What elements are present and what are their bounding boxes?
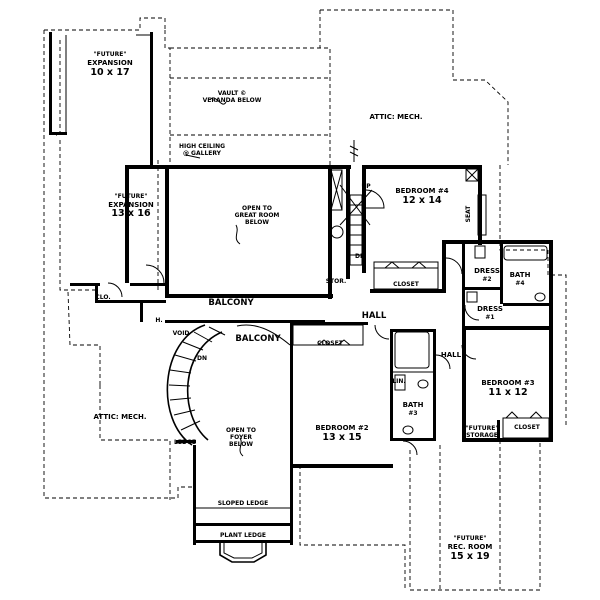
high-ceiling-line1: HIGH CEILING (179, 143, 225, 150)
main-walls (70, 165, 553, 545)
bath4-line1: BATH (510, 271, 531, 279)
future-expansion-top-line1: "FUTURE" (94, 51, 127, 58)
bedroom3-size: 11 x 12 (488, 387, 527, 398)
open-foyer-line2: FOYER (230, 434, 252, 441)
lin-label: LIN. (392, 378, 405, 385)
annotation-arrows (185, 97, 244, 457)
closet-bedroom2-label: CLOSET (317, 340, 344, 347)
future-rec-room-size: 15 x 19 (450, 551, 489, 562)
north-arrow-icon (349, 140, 359, 162)
balcony-upper-label: BALCONY (208, 298, 254, 308)
dress2-line1: DRESS (474, 267, 500, 275)
dn-spiral-label: DN (197, 355, 207, 362)
bathtub-icon (503, 245, 548, 261)
future-storage-line2: STORAGE (466, 432, 498, 439)
stor-label: STOR. (326, 278, 347, 285)
roof-outline (43, 9, 567, 591)
dn-stair-label: DN (355, 253, 365, 260)
bath3-line2: #3 (408, 410, 417, 417)
bedroom4-size: 12 x 14 (402, 195, 442, 206)
bath3-line1: BATH (403, 401, 424, 409)
bath4-line2: #4 (515, 280, 524, 287)
future-rec-room-line2: REC. ROOM (448, 543, 493, 551)
seat-label: SEAT (465, 205, 472, 223)
hall-side-label: HALL (441, 351, 462, 359)
future-expansion-left-line1: "FUTURE" (115, 193, 148, 200)
fixtures (292, 168, 550, 439)
high-ceiling-line2: @ GALLERY (183, 150, 222, 157)
vault-veranda-line2: VERANDA BELOW (203, 97, 262, 104)
room-labels: "FUTURE" EXPANSION 10 x 17 "FUTURE" EXPA… (87, 51, 535, 562)
small-labels: CLOSET CLOSET CLOSET CLO. STOR. VOID LED… (95, 183, 540, 446)
shower-icon (394, 331, 430, 369)
void-label: VOID (173, 330, 190, 337)
closet-bedroom4-label: CLOSET (393, 281, 420, 288)
hall-main-label: HALL (362, 311, 387, 321)
attic-mech-top-label: ATTIC: MECH. (370, 113, 423, 121)
dress1-line2: #1 (485, 314, 494, 321)
toilet-icon (534, 292, 546, 302)
future-expansion-top-size: 10 x 17 (90, 67, 129, 78)
future-storage-line1: "FUTURE" (466, 425, 499, 432)
bay-window (219, 543, 267, 563)
up-label: UP (361, 183, 371, 190)
h-label: H. (155, 317, 162, 324)
dress1-line1: DRESS (477, 305, 503, 313)
balcony-lower-label: BALCONY (235, 334, 281, 344)
spiral-stair (166, 324, 291, 446)
bedroom2-size: 13 x 15 (322, 432, 361, 443)
future-expansion-top-room (49, 32, 153, 167)
closet-bedroom3-label: CLOSET (514, 424, 541, 431)
open-great-room-line1: OPEN TO (242, 205, 272, 212)
future-expansion-top-line2: EXPANSION (87, 59, 133, 67)
plant-ledge-label: PLANT LEDGE (220, 532, 266, 539)
future-rec-room-line1: "FUTURE" (454, 535, 487, 542)
clo-label: CLO. (95, 294, 110, 301)
future-expansion-left-line2: EXPANSION (108, 201, 154, 209)
open-great-room-line3: BELOW (245, 219, 269, 226)
ledge-label: LEDGE (174, 439, 196, 446)
bedroom3-name: BEDROOM #3 (481, 379, 534, 387)
open-foyer-line1: OPEN TO (226, 427, 256, 434)
main-stair (339, 184, 373, 266)
bedroom2-name: BEDROOM #2 (315, 424, 368, 432)
vault-veranda-line1: VAULT © (218, 90, 247, 97)
open-foyer-line3: BELOW (229, 441, 253, 448)
water-heater-icon (330, 225, 344, 239)
future-expansion-left-size: 13 x 16 (111, 208, 151, 219)
sloped-ledge-label: SLOPED LEDGE (218, 500, 269, 507)
attic-mech-left-label: ATTIC: MECH. (94, 413, 147, 421)
bedroom4-name: BEDROOM #4 (395, 187, 448, 195)
open-great-room-line2: GREAT ROOM (235, 212, 280, 219)
doors (107, 189, 480, 456)
dress2-line2: #2 (482, 276, 491, 283)
